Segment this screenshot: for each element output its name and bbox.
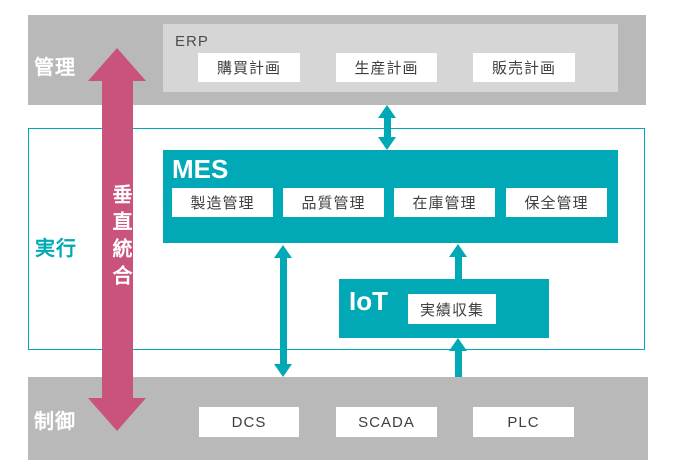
erp-item-production-planning: 生産計画 xyxy=(336,53,437,82)
erp-item-sales-planning: 販売計画 xyxy=(473,53,575,82)
control-item-scada: SCADA xyxy=(336,407,437,437)
management-label: 管理 xyxy=(34,57,76,79)
vertical-integration-arrow-icon xyxy=(88,48,146,431)
erp-title: ERP xyxy=(175,33,209,50)
vertical-integration-label: 垂直統合 xyxy=(109,184,131,292)
mes-control-double-arrow-icon xyxy=(274,245,292,377)
mes-title: MES xyxy=(172,154,229,184)
mes-item-quality-mgmt: 品質管理 xyxy=(283,188,384,217)
erp-mes-double-arrow-icon xyxy=(378,105,396,150)
iot-item-results-collection: 実績収集 xyxy=(408,294,496,324)
mes-item-manufacturing-mgmt: 製造管理 xyxy=(172,188,273,217)
execution-label: 実行 xyxy=(35,238,77,260)
control-item-dcs: DCS xyxy=(199,407,299,437)
control-label: 制御 xyxy=(34,411,76,433)
iot-title: IoT xyxy=(349,286,388,316)
erp-item-purchase-planning: 購買計画 xyxy=(198,53,300,82)
control-item-plc: PLC xyxy=(473,407,574,437)
control-to-iot-up-arrow-icon xyxy=(449,338,467,377)
mes-item-inventory-mgmt: 在庫管理 xyxy=(394,188,495,217)
iot-to-mes-up-arrow-icon xyxy=(449,244,467,279)
mes-item-maintenance-mgmt: 保全管理 xyxy=(506,188,607,217)
